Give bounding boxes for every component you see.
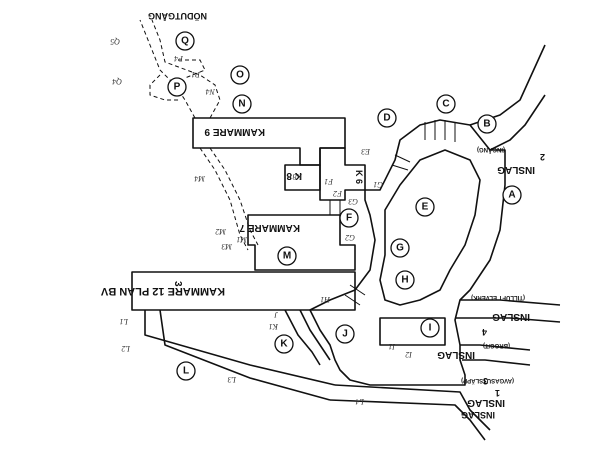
svg-text:C: C [442, 99, 449, 110]
kammare-7-outline [247, 214, 356, 271]
label-plan-3: 3 [172, 281, 183, 287]
svg-text:F: F [346, 213, 352, 224]
kammare-12-outline [131, 271, 356, 311]
ref-f2: F2 [333, 189, 343, 198]
ref-k1: K1 [269, 322, 279, 331]
svg-text:Q: Q [181, 36, 189, 47]
ref-j: J [274, 310, 278, 319]
marker-b: B [477, 114, 497, 134]
label-inslag-tilluft: INSLAG [492, 311, 530, 322]
svg-text:K: K [280, 339, 288, 350]
ref-l2: L2 [122, 344, 131, 353]
ref-m1: M1 [236, 235, 248, 244]
marker-l: L [176, 361, 196, 381]
marker-j: J [335, 324, 355, 344]
marker-k: K [274, 334, 294, 354]
svg-text:N: N [238, 99, 245, 110]
label-nodutgang: NÖDUTGÅNG [148, 11, 207, 21]
ref-h1: H1 [320, 295, 331, 304]
svg-text:J: J [342, 329, 348, 340]
label-k8: K 8 [286, 170, 302, 181]
main-ramp [309, 119, 506, 386]
ref-p4: P4 [174, 54, 184, 63]
marker-g: G [390, 238, 410, 258]
inslag-3-tunnel [334, 384, 491, 431]
ref-f1: F1 [324, 177, 334, 186]
label-inslag-tilluft-sub: (TILLUFT ELVERK) [471, 294, 525, 300]
label-inslag-3-num: 3 [483, 376, 488, 386]
ref-q5: Q5 [110, 37, 120, 46]
marker-c: C [436, 94, 456, 114]
label-inslag-4-sub: (BRGC/T) [483, 342, 510, 348]
marker-e: E [415, 197, 435, 217]
label-inslag-1-num: 1 [495, 388, 500, 398]
svg-text:H: H [401, 275, 408, 286]
marker-q: Q [175, 31, 195, 51]
label-kammare-7: KAMMARE 7 [239, 222, 300, 233]
label-k6: K 6 [354, 170, 364, 184]
ref-m3: M3 [221, 242, 233, 251]
ref-l3: L3 [228, 375, 237, 384]
kammare-9-outline [192, 117, 346, 166]
handwritten-references: Q5Q4P4P1N4M4M2M3M1K8K1F1F2E3G1G3G2H1I1I2… [110, 37, 413, 406]
ref-n4: N4 [206, 87, 216, 96]
svg-text:P: P [174, 82, 181, 93]
svg-text:L: L [183, 366, 189, 377]
label-kammare-12: KAMMARE 12 PLAN BV [100, 285, 225, 297]
ref-l1: L1 [120, 317, 129, 326]
label-inslag-3-sub: (AVGASUTSLÄPP) [461, 377, 514, 384]
marker-o: O [230, 65, 250, 85]
svg-text:I: I [429, 323, 432, 334]
ref-i1: I1 [388, 342, 396, 351]
label-kammare-9: KAMMARE 9 [204, 126, 265, 137]
marker-i: I [420, 318, 440, 338]
ref-l4: L4 [356, 397, 365, 406]
ref-g1: G1 [373, 180, 383, 189]
marker-n: N [232, 94, 252, 114]
svg-text:G: G [396, 243, 404, 254]
inslag-tilluft-tunnel [460, 299, 561, 306]
label-inslag-2-sub: (INGÅNG) [477, 146, 505, 153]
marker-m: M [277, 246, 297, 266]
svg-text:E: E [422, 202, 429, 213]
ref-m2: M2 [215, 227, 227, 236]
svg-text:D: D [383, 113, 390, 124]
k-connector [299, 309, 331, 361]
location-markers: A B C D E F G H I J K L M N O P Q [167, 31, 522, 381]
ref-g3: G3 [348, 197, 358, 206]
ref-p1: P1 [191, 70, 201, 79]
ref-k8: K8 [293, 172, 303, 181]
marker-p: P [167, 77, 187, 97]
label-inslag-1: INSLAG [461, 410, 495, 420]
chamber-labels: NÖDUTGÅNG KAMMARE 9 K 8 K 6 KAMMARE 7 KA… [100, 11, 545, 420]
label-inslag-4-num: 4 [482, 327, 487, 337]
ref-i2: I2 [405, 350, 413, 359]
ref-g2: G2 [345, 233, 355, 242]
ref-e3: E3 [361, 147, 371, 156]
tunnel-walls [131, 19, 561, 441]
marker-d: D [377, 108, 397, 128]
inslag-4-tunnel [460, 344, 531, 351]
svg-text:O: O [236, 70, 244, 81]
marker-h: H [395, 270, 415, 290]
tunnel-l [144, 310, 336, 386]
escape-route-dashed [199, 147, 249, 251]
marker-f: F [339, 208, 359, 228]
svg-text:M: M [283, 251, 291, 262]
label-inslag-2: INSLAG [497, 164, 535, 175]
svg-text:B: B [483, 119, 490, 130]
label-inslag-4: INSLAG [437, 349, 475, 360]
marker-a: A [502, 185, 522, 205]
svg-text:A: A [508, 190, 515, 201]
ref-q4: Q4 [112, 77, 122, 86]
label-inslag-3: INSLAG [467, 397, 505, 408]
ref-m4: M4 [194, 174, 206, 183]
label-inslag-2-num: 2 [540, 152, 545, 162]
